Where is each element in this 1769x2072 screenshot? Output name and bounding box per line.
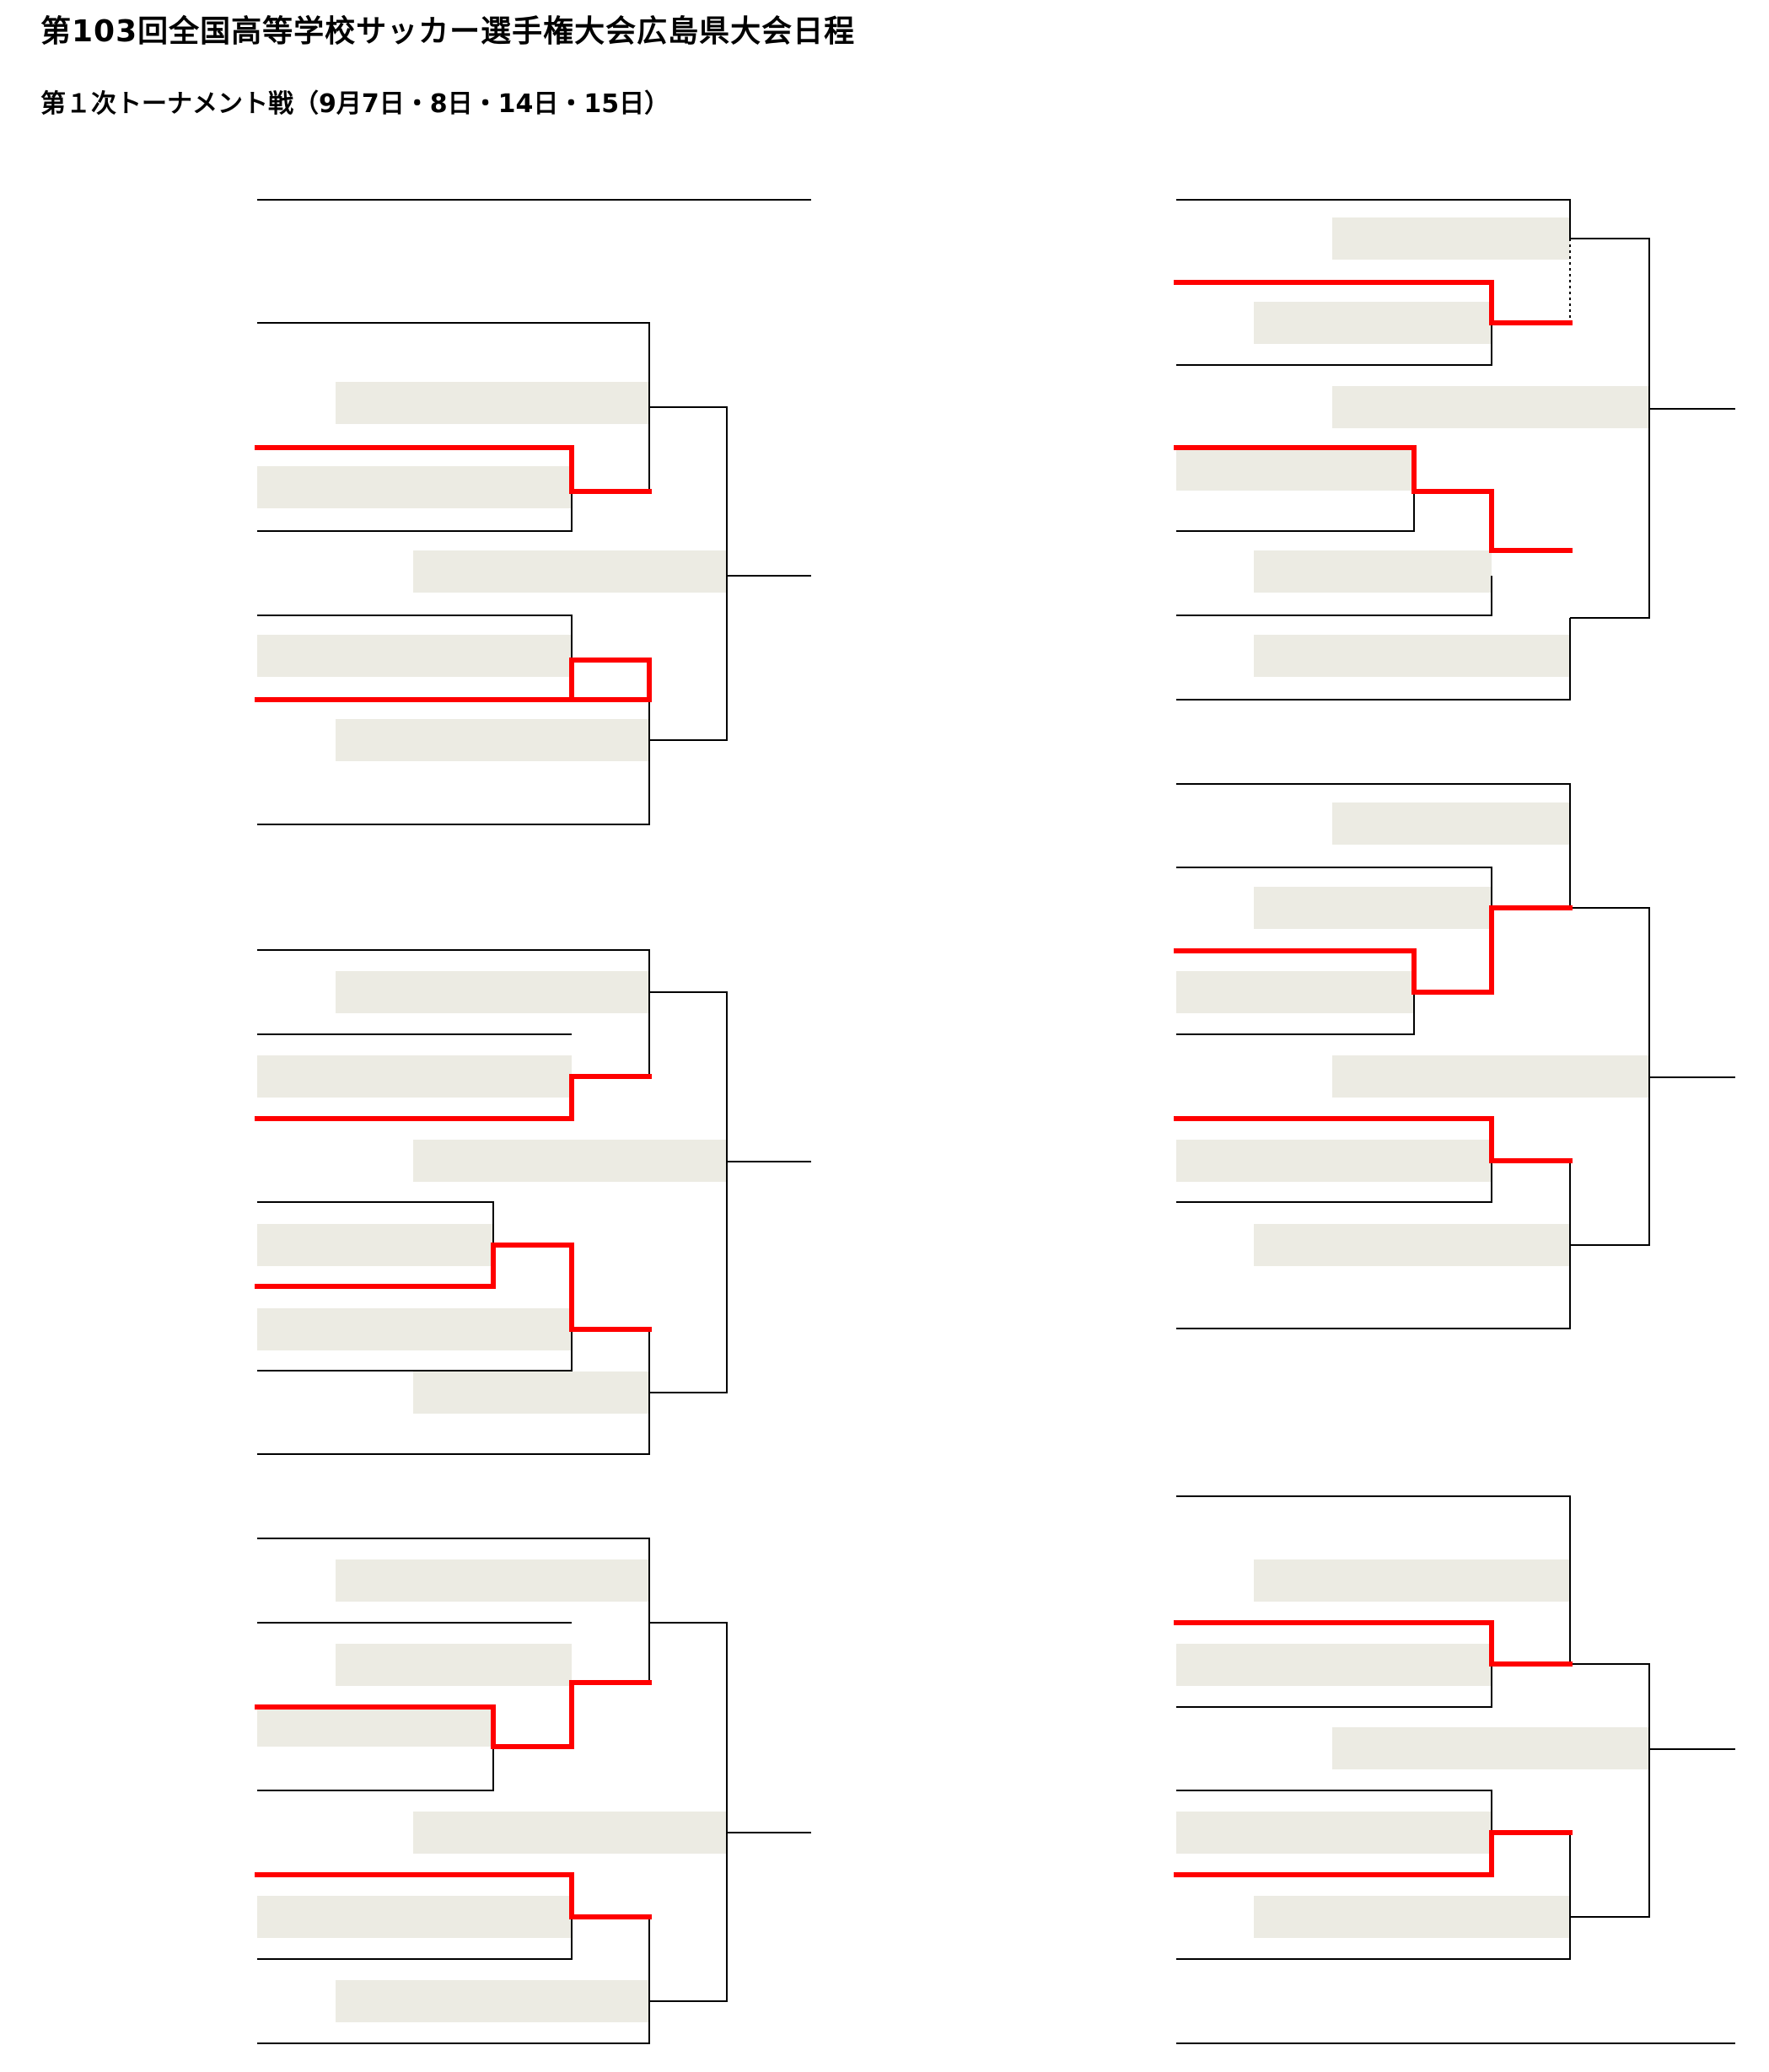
bracket-line: [1176, 992, 1415, 1035]
bracket-line: [649, 406, 728, 741]
winner-path: [255, 1872, 652, 1919]
match-box: [1254, 1896, 1570, 1938]
match-box: [257, 1055, 572, 1098]
match-box: [1176, 1140, 1492, 1182]
match-box: [1254, 887, 1492, 929]
bracket-line: [1176, 199, 1571, 239]
match-box: [257, 466, 572, 508]
winner-path: [255, 445, 652, 494]
bracket-line: [257, 1201, 494, 1245]
winner-path: [255, 658, 652, 702]
match-box: [1176, 448, 1414, 491]
match-box: [336, 971, 649, 1013]
match-box: [413, 1371, 649, 1414]
bracket-line: [1176, 576, 1492, 616]
match-box: [1332, 802, 1570, 845]
match-box: [257, 1704, 493, 1747]
match-box: [1176, 1812, 1492, 1854]
match-box: [1254, 550, 1492, 593]
winner-path: [1174, 1116, 1573, 1163]
match-box: [257, 1308, 572, 1350]
match-box: [1176, 971, 1414, 1013]
bracket-line: [1176, 618, 1571, 701]
match-box: [1254, 635, 1570, 677]
match-box: [413, 550, 727, 593]
match-box: [257, 1224, 493, 1266]
match-box: [1332, 386, 1649, 428]
winner-path: [1174, 445, 1573, 553]
winner-path: [255, 1074, 652, 1121]
match-box: [1254, 1559, 1570, 1602]
bracket-line: [1176, 867, 1492, 908]
match-box: [336, 1559, 649, 1602]
match-box: [1254, 1224, 1570, 1266]
bracket-line: [1176, 1161, 1571, 1329]
bracket-line: [257, 1329, 573, 1371]
winner-path: [1174, 280, 1573, 325]
bracket-line: [1176, 1161, 1492, 1203]
bracket-line: [1176, 1664, 1492, 1708]
match-box: [257, 635, 572, 677]
match-box: [1332, 1727, 1649, 1769]
match-box: [336, 1644, 572, 1686]
bracket-line: [257, 491, 573, 532]
bracket-line: [1570, 238, 1650, 619]
bracket-line: [1176, 1790, 1492, 1833]
winner-path: [255, 1243, 652, 1332]
match-box: [1332, 1055, 1649, 1098]
match-box: [257, 1896, 572, 1938]
match-box: [336, 382, 649, 424]
match-box: [1176, 1644, 1492, 1686]
bracket-line: [1176, 783, 1571, 908]
bracket-line: [1176, 491, 1415, 532]
match-box: [336, 719, 649, 761]
page-subtitle: 第１次トーナメント戦（9月7日・8日・14日・15日）: [40, 89, 670, 119]
page-title: 第103回全国高等学校サッカー選手権大会広島県大会日程: [40, 14, 856, 49]
match-box: [336, 1980, 649, 2022]
winner-path: [1174, 1620, 1573, 1667]
match-box: [1332, 217, 1570, 260]
bracket-line: [649, 1622, 728, 2002]
winner-path: [1174, 905, 1573, 995]
bracket-line: [1176, 323, 1492, 366]
bracket-line: [1570, 1663, 1650, 1918]
winner-path: [255, 1680, 652, 1749]
bracket-line: [1176, 1495, 1571, 1664]
match-box: [413, 1812, 727, 1854]
match-box: [413, 1140, 727, 1182]
winner-path: [1174, 1830, 1573, 1877]
match-box: [1254, 302, 1492, 344]
bracket-line: [649, 991, 728, 1393]
bracket-line: [1176, 1833, 1571, 1960]
